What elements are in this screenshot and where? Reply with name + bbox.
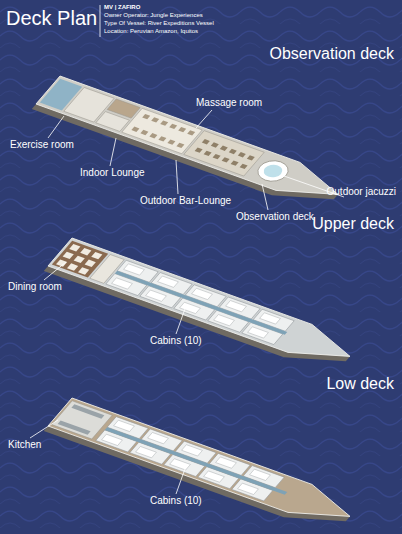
vessel-info: Type Of Vessel: River Expeditions Vessel [104, 20, 214, 27]
room-label: Observation deck [236, 211, 314, 223]
deck-heading: Low deck [326, 374, 394, 393]
observation-deck-ship [32, 76, 350, 213]
room-label: Dining room [8, 281, 62, 293]
divider-line [100, 5, 101, 37]
room-label: Cabins (10) [150, 495, 202, 507]
room-label: Massage room [196, 97, 262, 109]
deck-heading: Upper deck [312, 214, 394, 233]
leader-lines [30, 110, 344, 494]
room-label: Cabins (10) [150, 335, 202, 347]
upper-deck-ship [44, 238, 362, 375]
room-label: Outdoor jacuzzi [327, 186, 396, 198]
vessel-info: Location: Peruvian Amazon, Iquitos [104, 28, 198, 35]
room-label: Outdoor Bar-Lounge [140, 195, 231, 207]
room-label: Indoor Lounge [80, 167, 145, 179]
room-label: Kitchen [8, 439, 41, 451]
low-deck-ship [44, 398, 362, 534]
page-title: Deck Plan [6, 6, 97, 30]
vessel-info: MV | ZAFIRO [104, 4, 140, 11]
deck-heading: Observation deck [269, 44, 394, 63]
room-label: Exercise room [10, 139, 74, 151]
vessel-info: Owner Operator: Jungle Experiences [104, 12, 203, 19]
